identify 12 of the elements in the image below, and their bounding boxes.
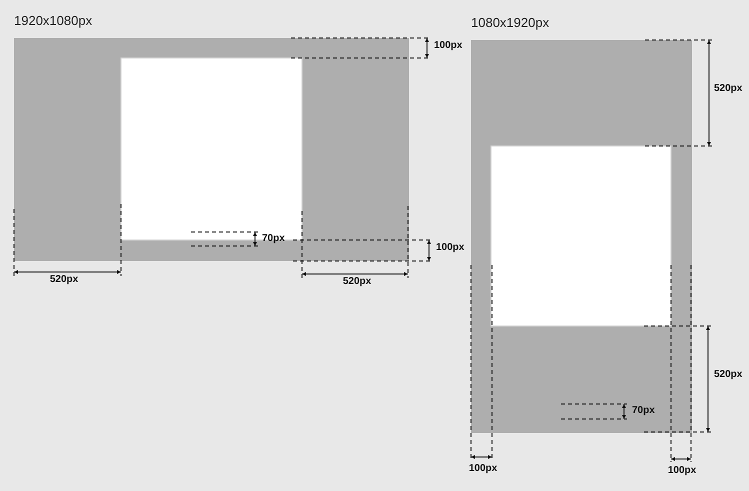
screen-size-title: 1920x1080px bbox=[14, 13, 92, 29]
dimension-label: 520px bbox=[342, 276, 372, 288]
dimension-label: 70px bbox=[262, 233, 285, 245]
screen-size-title: 1080x1920px bbox=[471, 15, 550, 31]
dimension-label: 100px bbox=[668, 465, 696, 477]
dimension-label: 520px bbox=[714, 369, 742, 381]
dimension-label: 520px bbox=[714, 83, 742, 95]
dimension-label: 100px bbox=[434, 40, 462, 52]
dimension-label: 520px bbox=[50, 274, 78, 286]
dimension-label: 100px bbox=[436, 242, 464, 254]
dimension-label: 100px bbox=[468, 463, 498, 475]
dimension-label: 70px bbox=[632, 405, 655, 417]
